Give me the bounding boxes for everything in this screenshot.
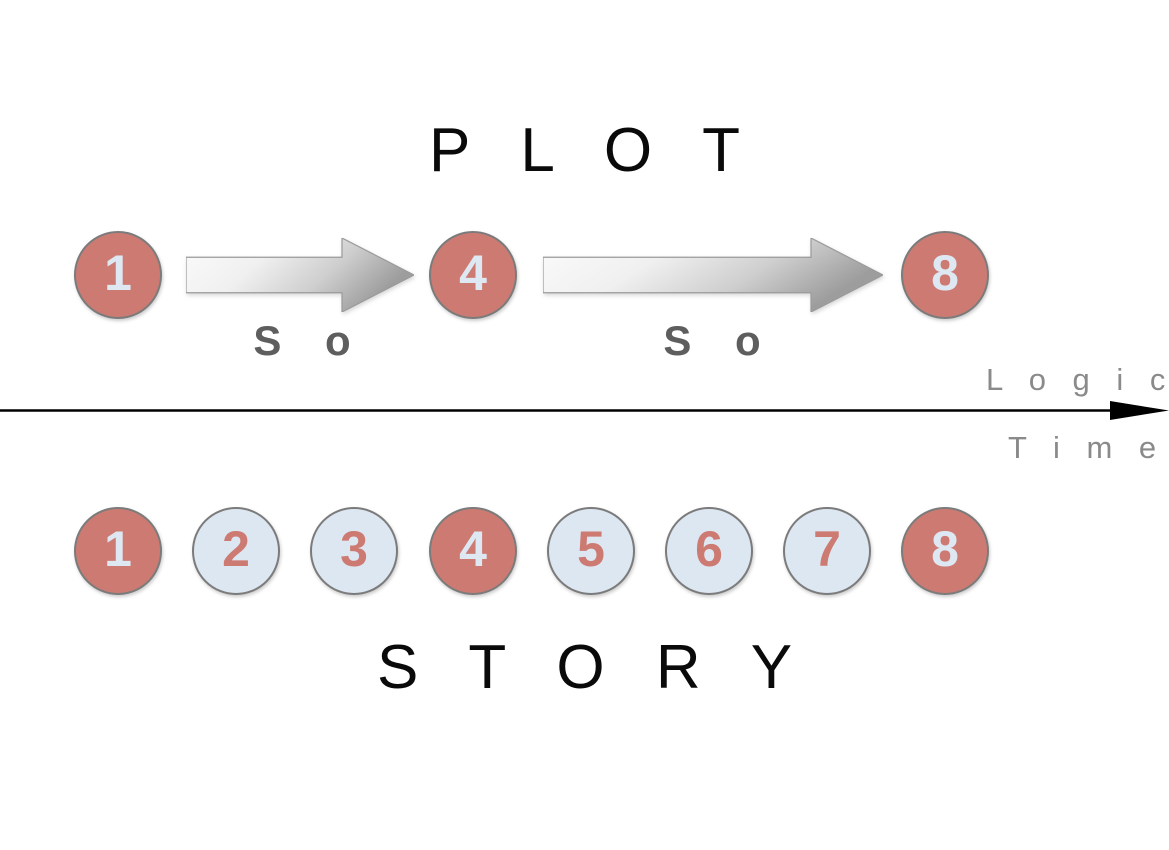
- node-label: 6: [695, 521, 723, 577]
- node-label: 3: [340, 521, 368, 577]
- arrow-1-to-4-icon: [186, 238, 414, 312]
- plot-node-8[interactable]: 8: [901, 231, 989, 319]
- node-label: 1: [104, 521, 132, 577]
- arrow-4-to-8-icon: [543, 238, 883, 312]
- node-label: 8: [931, 245, 959, 301]
- plot-node-1[interactable]: 1: [74, 231, 162, 319]
- story-node-4[interactable]: 4: [429, 507, 517, 595]
- story-node-2[interactable]: 2: [192, 507, 280, 595]
- node-label: 1: [104, 245, 132, 301]
- story-node-7[interactable]: 7: [783, 507, 871, 595]
- story-node-3[interactable]: 3: [310, 507, 398, 595]
- story-title: S T O R Y: [376, 633, 810, 702]
- node-label: 4: [459, 245, 487, 301]
- axis-label-logic: L o g i c: [986, 362, 1169, 397]
- story-node-6[interactable]: 6: [665, 507, 753, 595]
- logic-time-axis: [0, 401, 1169, 420]
- axis-label-time: T i m e: [1008, 430, 1166, 465]
- story-node-8[interactable]: 8: [901, 507, 989, 595]
- node-label: 8: [931, 521, 959, 577]
- arrow-shape: [186, 238, 414, 312]
- plot-node-4[interactable]: 4: [429, 231, 517, 319]
- node-label: 2: [222, 521, 250, 577]
- arrow-1-to-4-label: S o: [253, 317, 367, 364]
- node-label: 4: [459, 521, 487, 577]
- story-node-5[interactable]: 5: [547, 507, 635, 595]
- plot-title: P L O T: [428, 116, 758, 185]
- node-label: 5: [577, 521, 605, 577]
- arrow-4-to-8-label: S o: [663, 317, 777, 364]
- axis-arrowhead-icon: [1110, 401, 1169, 420]
- arrow-shape: [543, 238, 883, 312]
- story-node-1[interactable]: 1: [74, 507, 162, 595]
- node-label: 7: [813, 521, 841, 577]
